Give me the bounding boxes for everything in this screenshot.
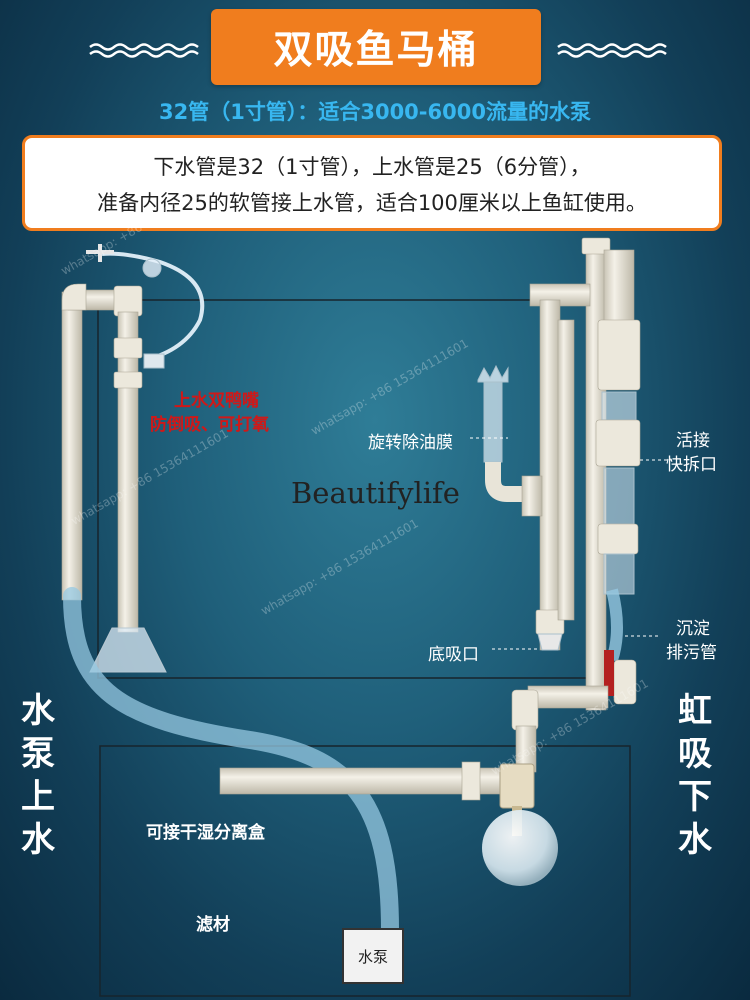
label-bottom-suction: 底吸口 [428,645,479,665]
label-quick-release: 快拆口 [666,455,717,475]
label-drain-pipe: 排污管 [666,643,717,663]
pump-hose [63,587,399,939]
brand-logo: Beautifylife [291,476,460,510]
page-title: 双吸鱼马桶 [211,9,541,85]
pipe-spec-subtitle: 32管（1寸管）：适合3000-6000流量的水泵 [159,100,591,124]
return-pipe [61,244,205,673]
label-live-joint: 活接 [676,431,710,451]
siphon-overflow [477,237,641,773]
leader-lines [470,437,672,650]
info-line-2: 准备内径25的软管接上水管，适合100厘米以上鱼缸使用。 [97,191,647,215]
label-filter-media: 滤材 [196,915,230,935]
sump-tank [99,745,631,997]
left-vertical-label: 水 泵 上 水 [21,691,55,860]
label-anti-backflow: 防倒吸、可打氧 [150,415,269,435]
pump-box: 水泵 [342,928,404,984]
info-line-1: 下水管是32（1寸管），上水管是25（6分管）， [153,155,591,179]
label-dual-duck: 上水双鸭嘴 [174,391,259,411]
wave-divider-icon [89,43,667,58]
sump-pipe [219,761,535,836]
label-rotary-skimmer: 旋转除油膜 [368,433,453,453]
right-vertical-label: 虹 吸 下 水 [678,691,712,860]
label-sediment: 沉淀 [676,619,710,639]
label-dry-wet-box: 可接干湿分离盒 [146,823,265,843]
float-ball-icon [482,810,558,886]
info-box: 下水管是32（1寸管），上水管是25（6分管）， 准备内径25的软管接上水管，适… [22,135,722,231]
